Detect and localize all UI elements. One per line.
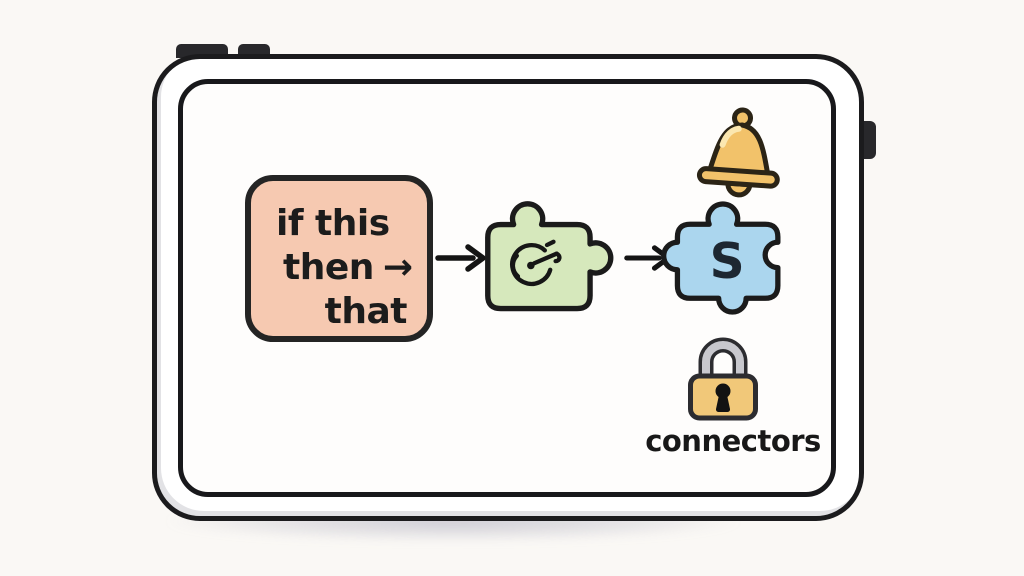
trigger-puzzle-icon <box>485 201 614 312</box>
trigger-text-line1: if this <box>276 203 390 244</box>
service-letter: S <box>710 234 745 290</box>
tablet-frame: if this then→ that <box>152 54 864 521</box>
connectors-label: connectors <box>645 424 821 458</box>
inline-right-arrow-icon: → <box>382 247 413 288</box>
action-puzzle-icon: S <box>661 201 781 315</box>
tablet-screen: if this then→ that <box>178 79 836 497</box>
lock-icon <box>688 337 758 421</box>
trigger-text-line3: that <box>324 291 408 332</box>
trigger-text-line2: then→ <box>251 246 427 290</box>
gauge-doodle-icon <box>510 239 562 287</box>
flow-arrow-1-icon <box>435 244 486 272</box>
if-this-then-that-card: if this then→ that <box>245 175 433 342</box>
bell-icon <box>696 107 780 198</box>
trigger-text-then: then <box>283 247 374 288</box>
